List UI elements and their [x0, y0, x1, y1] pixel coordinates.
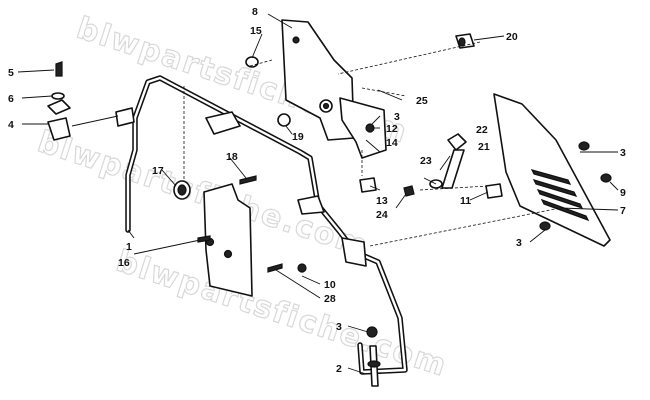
callout-3-upper: 3: [394, 111, 400, 123]
callout-21: 21: [478, 141, 490, 153]
callout-2: 2: [336, 363, 342, 375]
callout-labels: 5 6 4 8 15 20 25 3 12 14 19 22 21 23 3 9…: [8, 6, 626, 375]
vent-panel: [485, 93, 611, 247]
frame-tube: [125, 75, 408, 375]
callout-6: 6: [8, 93, 14, 105]
callout-16: 16: [118, 257, 130, 269]
callout-4: 4: [8, 119, 14, 131]
callout-18: 18: [226, 151, 238, 163]
frame-top-bracket: [115, 107, 241, 135]
callout-12: 12: [386, 123, 398, 135]
hardware-nuts: [197, 141, 612, 387]
isolator-mount: [173, 180, 191, 200]
callout-3-lower: 3: [516, 237, 522, 249]
left-clip-assembly: [47, 61, 119, 141]
callout-8: 8: [252, 6, 258, 18]
callout-23: 23: [420, 155, 432, 167]
callout-3-right: 3: [620, 147, 626, 159]
callout-10: 10: [324, 279, 336, 291]
callout-19: 19: [292, 131, 304, 143]
callout-13: 13: [376, 195, 388, 207]
callout-14: 14: [386, 137, 398, 149]
callout-1: 1: [126, 241, 132, 253]
callout-9: 9: [620, 187, 626, 199]
rear-plate: [203, 183, 253, 297]
callout-28: 28: [324, 293, 336, 305]
callout-7: 7: [620, 205, 626, 217]
callout-11: 11: [460, 195, 471, 207]
leader-lines: [17, 13, 619, 375]
callout-3-bottom: 3: [336, 321, 342, 333]
callout-5: 5: [8, 67, 14, 79]
callout-17: 17: [152, 165, 164, 177]
callout-22: 22: [476, 124, 488, 136]
callout-15: 15: [250, 25, 262, 37]
callout-20: 20: [506, 31, 518, 43]
callout-25: 25: [416, 95, 428, 107]
frame-side-bracket: [297, 195, 367, 267]
callout-24: 24: [376, 209, 388, 221]
